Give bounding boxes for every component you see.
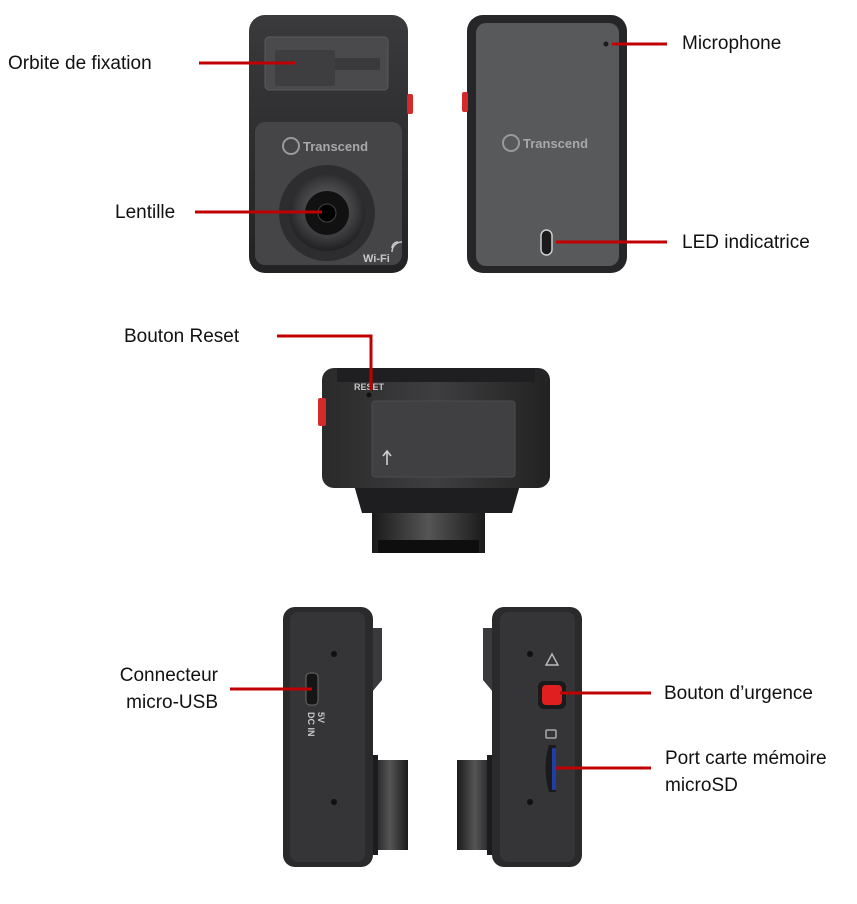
screw-icon: [331, 799, 337, 805]
top-label-area: [371, 400, 516, 478]
led-indicator: [540, 229, 553, 256]
reset-text: RESET: [354, 382, 385, 392]
back-view: Transcend: [462, 15, 627, 273]
wifi-icon: [391, 241, 403, 253]
front-brand-text: Transcend: [303, 139, 368, 154]
right-panel: [500, 612, 575, 862]
front-side-red-button: [407, 94, 413, 114]
screw-icon: [331, 651, 337, 657]
label-led: LED indicatrice: [682, 232, 810, 253]
emergency-button: [542, 685, 562, 705]
label-microsd-port: Port carte mémoire microSD: [665, 748, 827, 796]
label-lens: Lentille: [115, 202, 176, 223]
left-panel: [290, 612, 365, 862]
brand-logo-icon: [502, 134, 520, 152]
microphone-hole: [603, 41, 609, 47]
label-reset-button: Bouton Reset: [124, 326, 240, 347]
callout-line-reset: [277, 334, 373, 390]
sd-card-icon: [545, 729, 557, 739]
power-text-dcin: DC IN: [306, 712, 316, 737]
power-text-5v: 5V: [316, 712, 326, 723]
top-side-red-button: [318, 398, 326, 426]
front-view: Transcend Wi-Fi: [249, 15, 413, 273]
mount-orbit-slot: [335, 58, 380, 70]
mount-orbit-inner: [275, 50, 335, 86]
wifi-text: Wi-Fi: [363, 253, 390, 265]
callout-lines: [195, 42, 667, 770]
top-view: RESET: [318, 368, 550, 553]
label-micro-usb: Connecteur micro-USB: [119, 665, 218, 713]
label-emergency-button: Bouton d’urgence: [664, 683, 813, 704]
sd-slot: [552, 748, 556, 790]
left-side-view: 5V DC IN: [283, 607, 408, 867]
back-brand-text: Transcend: [523, 136, 588, 151]
screw-icon: [527, 651, 533, 657]
brand-logo-icon: [282, 137, 300, 155]
screw-icon: [527, 799, 533, 805]
back-panel: [476, 23, 619, 266]
label-microphone: Microphone: [682, 33, 782, 54]
back-side-red-button: [462, 92, 468, 112]
arrow-up-icon: [382, 449, 392, 465]
reset-hole: [366, 392, 372, 398]
top-rim: [337, 368, 535, 382]
warning-triangle-icon: [544, 652, 560, 666]
right-side-view: [457, 607, 582, 867]
label-mount-orbit: Orbite de fixation: [8, 53, 152, 74]
top-lens-ring: [378, 540, 479, 553]
